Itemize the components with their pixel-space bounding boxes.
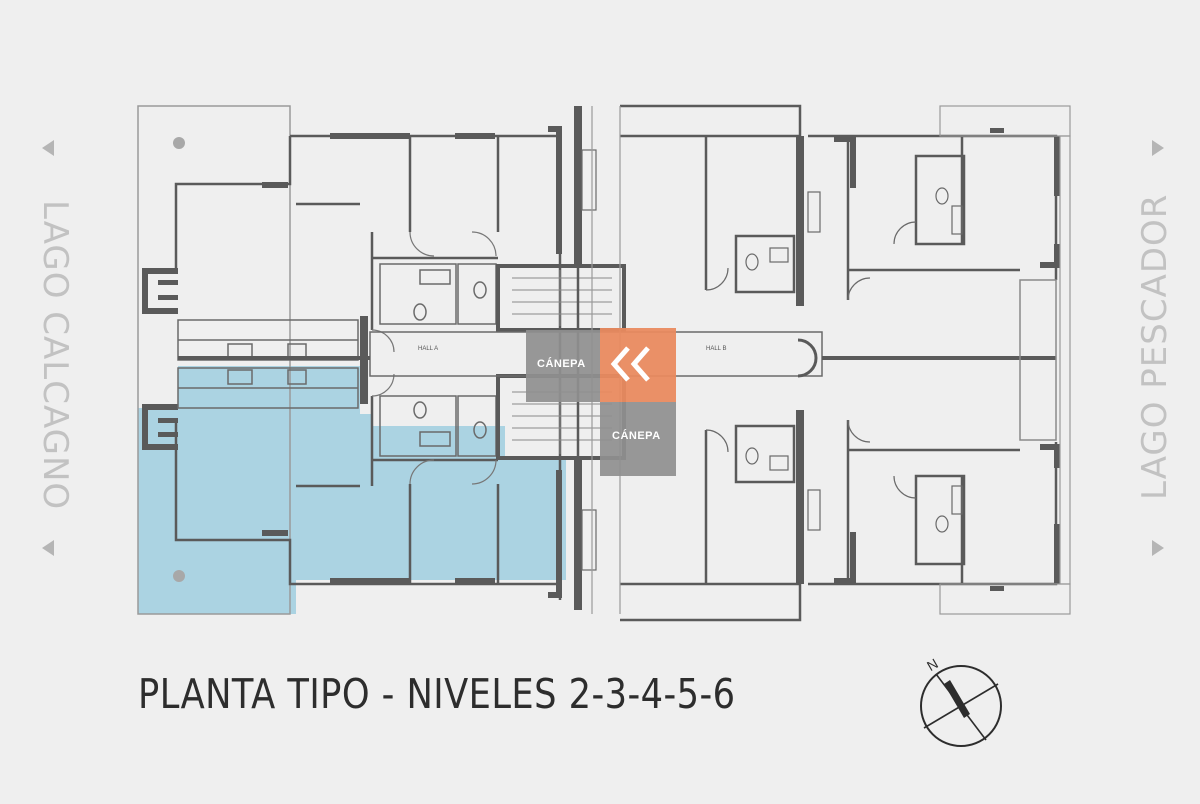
- hall-a-label: HALL A: [418, 346, 439, 352]
- arrow-left-bottom-icon: [42, 540, 54, 556]
- compass-north-label: N: [924, 656, 941, 674]
- arrow-right-top-icon: [1152, 140, 1164, 156]
- hall-b-label: HALL B: [706, 346, 727, 352]
- watermark-text-secondary: CÁNEPA: [612, 430, 661, 442]
- arrow-right-bottom-icon: [1152, 540, 1164, 556]
- west-doors: [371, 231, 497, 485]
- balcony-drain-bottom: [173, 570, 185, 582]
- balcony-drain-top: [173, 137, 185, 149]
- arrow-left-top-icon: [42, 140, 54, 156]
- watermark-text-main: CÁNEPA: [537, 358, 586, 370]
- watermark-box-gray: [526, 330, 600, 402]
- east-thick-walls: [574, 106, 1060, 610]
- compass-icon: N: [920, 656, 1002, 747]
- page-title: PLANTA TIPO - NIVELES 2-3-4-5-6: [138, 670, 736, 718]
- east-fixtures: [581, 149, 963, 571]
- street-label-left: LAGO CALCAGNO: [35, 200, 75, 511]
- watermark-box-gray-2: [600, 402, 676, 476]
- west-thick-walls: [142, 126, 562, 598]
- highlighted-unit: [138, 366, 566, 614]
- street-label-right: LAGO PESCADOR: [1135, 193, 1175, 500]
- watermark-logo-icon: [610, 346, 650, 382]
